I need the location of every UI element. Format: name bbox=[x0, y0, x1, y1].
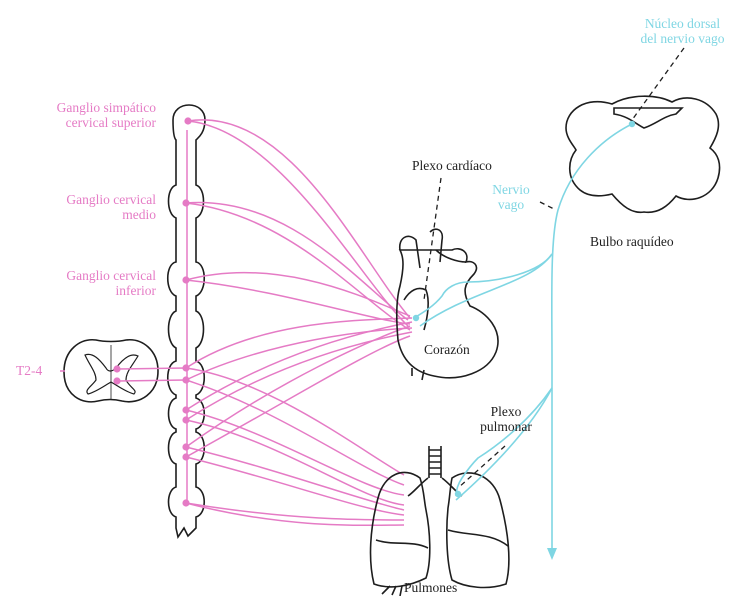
label-ganglio-cervical-medio: Ganglio cervical medio bbox=[26, 192, 156, 222]
label-nervio-vago: Nervio vago bbox=[484, 182, 538, 212]
sympathetic-fibers bbox=[186, 120, 412, 526]
label-line: Ganglio simpático bbox=[26, 100, 156, 115]
label-line: Ganglio cervical bbox=[26, 192, 156, 207]
label-line: Nervio bbox=[484, 182, 538, 197]
label-line: cervical superior bbox=[26, 115, 156, 130]
label-line: medio bbox=[26, 207, 156, 222]
label-line: Plexo bbox=[474, 404, 538, 419]
label-line: vago bbox=[484, 197, 538, 212]
label-bulbo-raquideo: Bulbo raquídeo bbox=[590, 234, 674, 249]
label-plexo-pulmonar: Plexo pulmonar bbox=[474, 404, 538, 434]
label-line: inferior bbox=[26, 283, 156, 298]
label-line: Núcleo dorsal bbox=[630, 16, 735, 31]
label-line: del nervio vago bbox=[630, 31, 735, 46]
label-ganglio-cervical-inferior: Ganglio cervical inferior bbox=[26, 268, 156, 298]
heart bbox=[397, 229, 498, 380]
nervio-vago-leader bbox=[540, 202, 556, 210]
plexo-cardiaco-leader bbox=[424, 178, 441, 300]
label-corazon: Corazón bbox=[424, 342, 470, 357]
plexo-pulmonar-leader bbox=[458, 446, 505, 488]
spinal-cord-section bbox=[60, 340, 186, 402]
lungs bbox=[371, 446, 509, 596]
vagus-arrowhead bbox=[547, 548, 557, 560]
label-plexo-cardiaco: Plexo cardíaco bbox=[412, 158, 492, 173]
vagus-dots bbox=[413, 121, 635, 497]
label-line: Ganglio cervical bbox=[26, 268, 156, 283]
leader-lines bbox=[424, 48, 684, 488]
label-ganglio-simpatico-cervical-superior: Ganglio simpático cervical superior bbox=[26, 100, 156, 130]
label-line: pulmonar bbox=[474, 419, 538, 434]
label-pulmones: Pulmones bbox=[404, 580, 457, 595]
label-nucleo-dorsal: Núcleo dorsal del nervio vago bbox=[630, 16, 735, 46]
nucleo-dorsal-leader bbox=[632, 48, 684, 120]
label-t2-4: T2-4 bbox=[16, 363, 42, 378]
sympathetic-chain bbox=[168, 105, 205, 537]
medulla-outline bbox=[566, 96, 720, 212]
